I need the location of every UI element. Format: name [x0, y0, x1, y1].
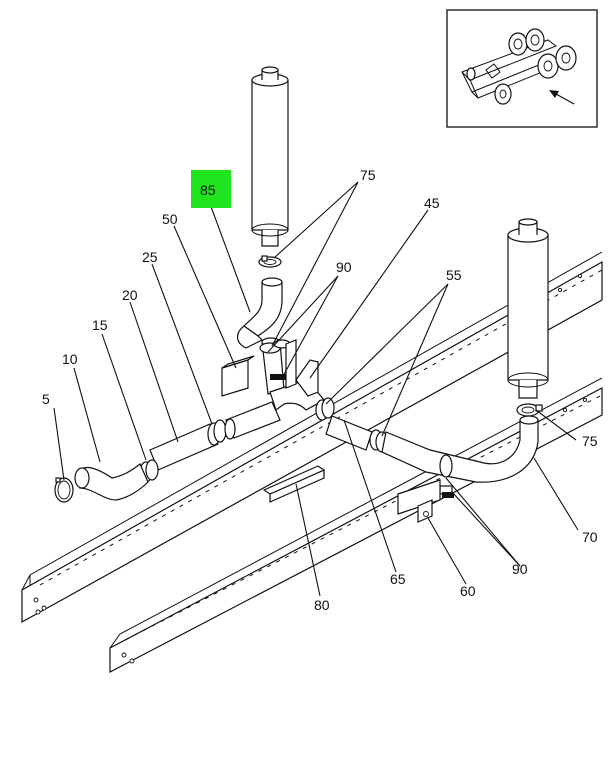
frame-rails: [21, 251, 603, 673]
label-75-right: 75: [582, 433, 598, 449]
label-75-top: 75: [360, 167, 376, 183]
label-80: 80: [314, 597, 330, 613]
cross-pipe-run: [325, 415, 539, 523]
label-90-top: 90: [336, 259, 352, 275]
left-elbow: [236, 277, 283, 349]
right-muffler: [507, 218, 549, 399]
label-5: 5: [42, 391, 50, 407]
front-pipe-run: [54, 401, 281, 503]
label-55: 55: [446, 267, 462, 283]
label-20: 20: [122, 287, 138, 303]
label-50: 50: [162, 211, 178, 227]
label-10: 10: [62, 351, 78, 367]
leader-lines: [53, 181, 579, 597]
locator-inset: [446, 9, 598, 128]
label-90-bottom: 90: [512, 561, 528, 577]
clamp-75-left: [258, 255, 282, 268]
direction-arrow-icon: [549, 90, 575, 105]
label-45: 45: [424, 195, 440, 211]
label-70: 70: [582, 529, 598, 545]
y-pipe-assembly: [221, 337, 335, 421]
label-60: 60: [460, 583, 476, 599]
label-65: 65: [390, 571, 406, 587]
highlight-box: [191, 170, 231, 208]
heat-shield: [262, 465, 326, 503]
label-15: 15: [92, 317, 108, 333]
callout-labels: 5 10 15 20 25 50 85 75 45 90 55 75 70 90…: [42, 167, 598, 613]
clamp-75-right: [516, 403, 543, 417]
wheel-icon: [466, 28, 577, 105]
label-85: 85: [200, 182, 216, 198]
left-muffler: [251, 66, 289, 247]
label-25: 25: [142, 249, 158, 265]
